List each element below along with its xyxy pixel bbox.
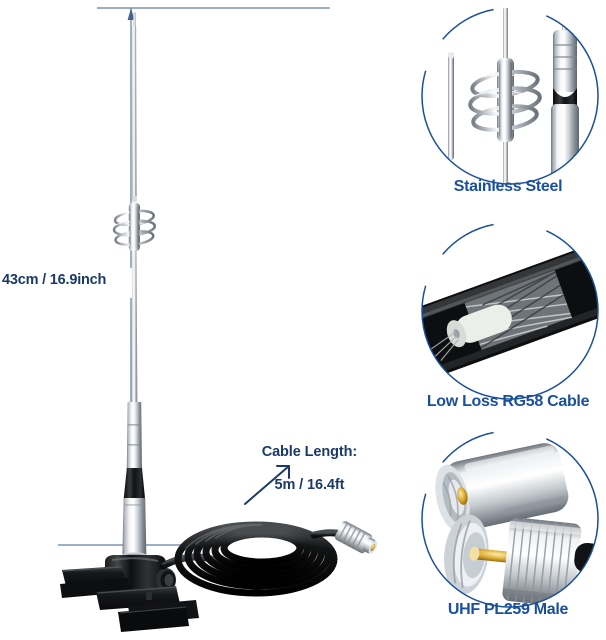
whip-antenna-rod xyxy=(132,12,137,202)
cable-length-arrow-icon xyxy=(244,465,290,505)
callout-rg58-cable xyxy=(421,222,599,400)
callout-stainless-steel xyxy=(421,7,599,185)
pl259-connector xyxy=(334,521,378,554)
coiled-coax-cable xyxy=(159,521,356,597)
magnetic-lip-mount-base xyxy=(60,555,199,632)
cable-length-line1: Cable Length: xyxy=(261,444,358,461)
cable-length-line2: 5m / 16.4ft xyxy=(274,476,345,493)
loading-coil-spring xyxy=(112,203,157,251)
callout-label-stainless-steel: Stainless Steel xyxy=(453,178,563,195)
mid-mast-rod xyxy=(131,251,138,404)
callout-label-uhf-pl259: UHF PL259 Male xyxy=(447,601,569,618)
lower-mast-tube xyxy=(121,402,147,561)
callout-uhf-pl259-male xyxy=(421,430,599,608)
height-dimension-label: 43cm / 16.9inch xyxy=(2,272,107,288)
cable-length-label: Cable Length: 5m / 16.4ft xyxy=(246,428,357,509)
callout-label-rg58-cable: Low Loss RG58 Cable xyxy=(426,393,590,410)
